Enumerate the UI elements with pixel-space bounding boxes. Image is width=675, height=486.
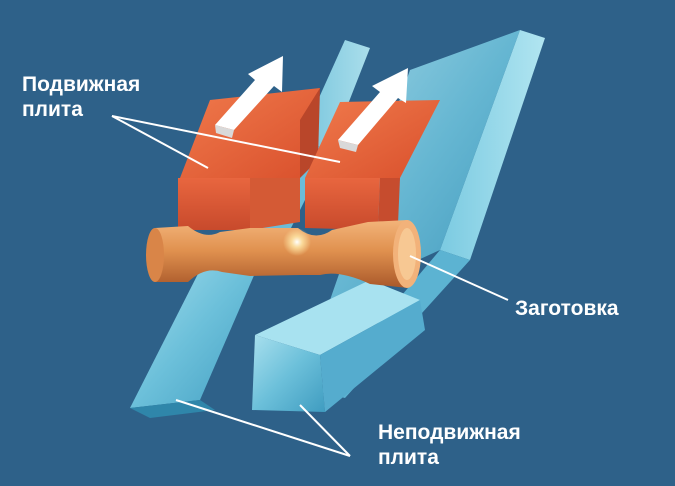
- workpiece-label: Заготовка: [515, 296, 619, 321]
- pointer-moving-1: [111, 115, 209, 169]
- workpiece: [146, 220, 421, 288]
- fixed-plate-label-line2: плита: [378, 446, 439, 469]
- workpiece-label-text: Заготовка: [515, 297, 619, 320]
- moving-plate-label: Подвижная плита: [22, 72, 140, 122]
- pointer-workpiece: [409, 255, 509, 301]
- pointer-fixed-2: [299, 404, 351, 457]
- pointer-moving-2: [111, 115, 341, 163]
- moving-plate-right: [305, 100, 440, 230]
- moving-plate-label-line1: Подвижная: [22, 73, 141, 96]
- pointer-fixed-1: [175, 399, 351, 457]
- moving-plate-label-line2: плита: [22, 98, 83, 121]
- arrow-left: [215, 56, 283, 138]
- arrow-right: [338, 68, 408, 152]
- fixed-plate-label-line1: Неподвижная: [378, 421, 521, 444]
- fixed-plate-front-block: [252, 280, 425, 412]
- fixed-plate-label: Неподвижная плита: [378, 420, 521, 470]
- fixed-plate-front-left: [130, 250, 265, 418]
- pointer-lines: [111, 115, 509, 457]
